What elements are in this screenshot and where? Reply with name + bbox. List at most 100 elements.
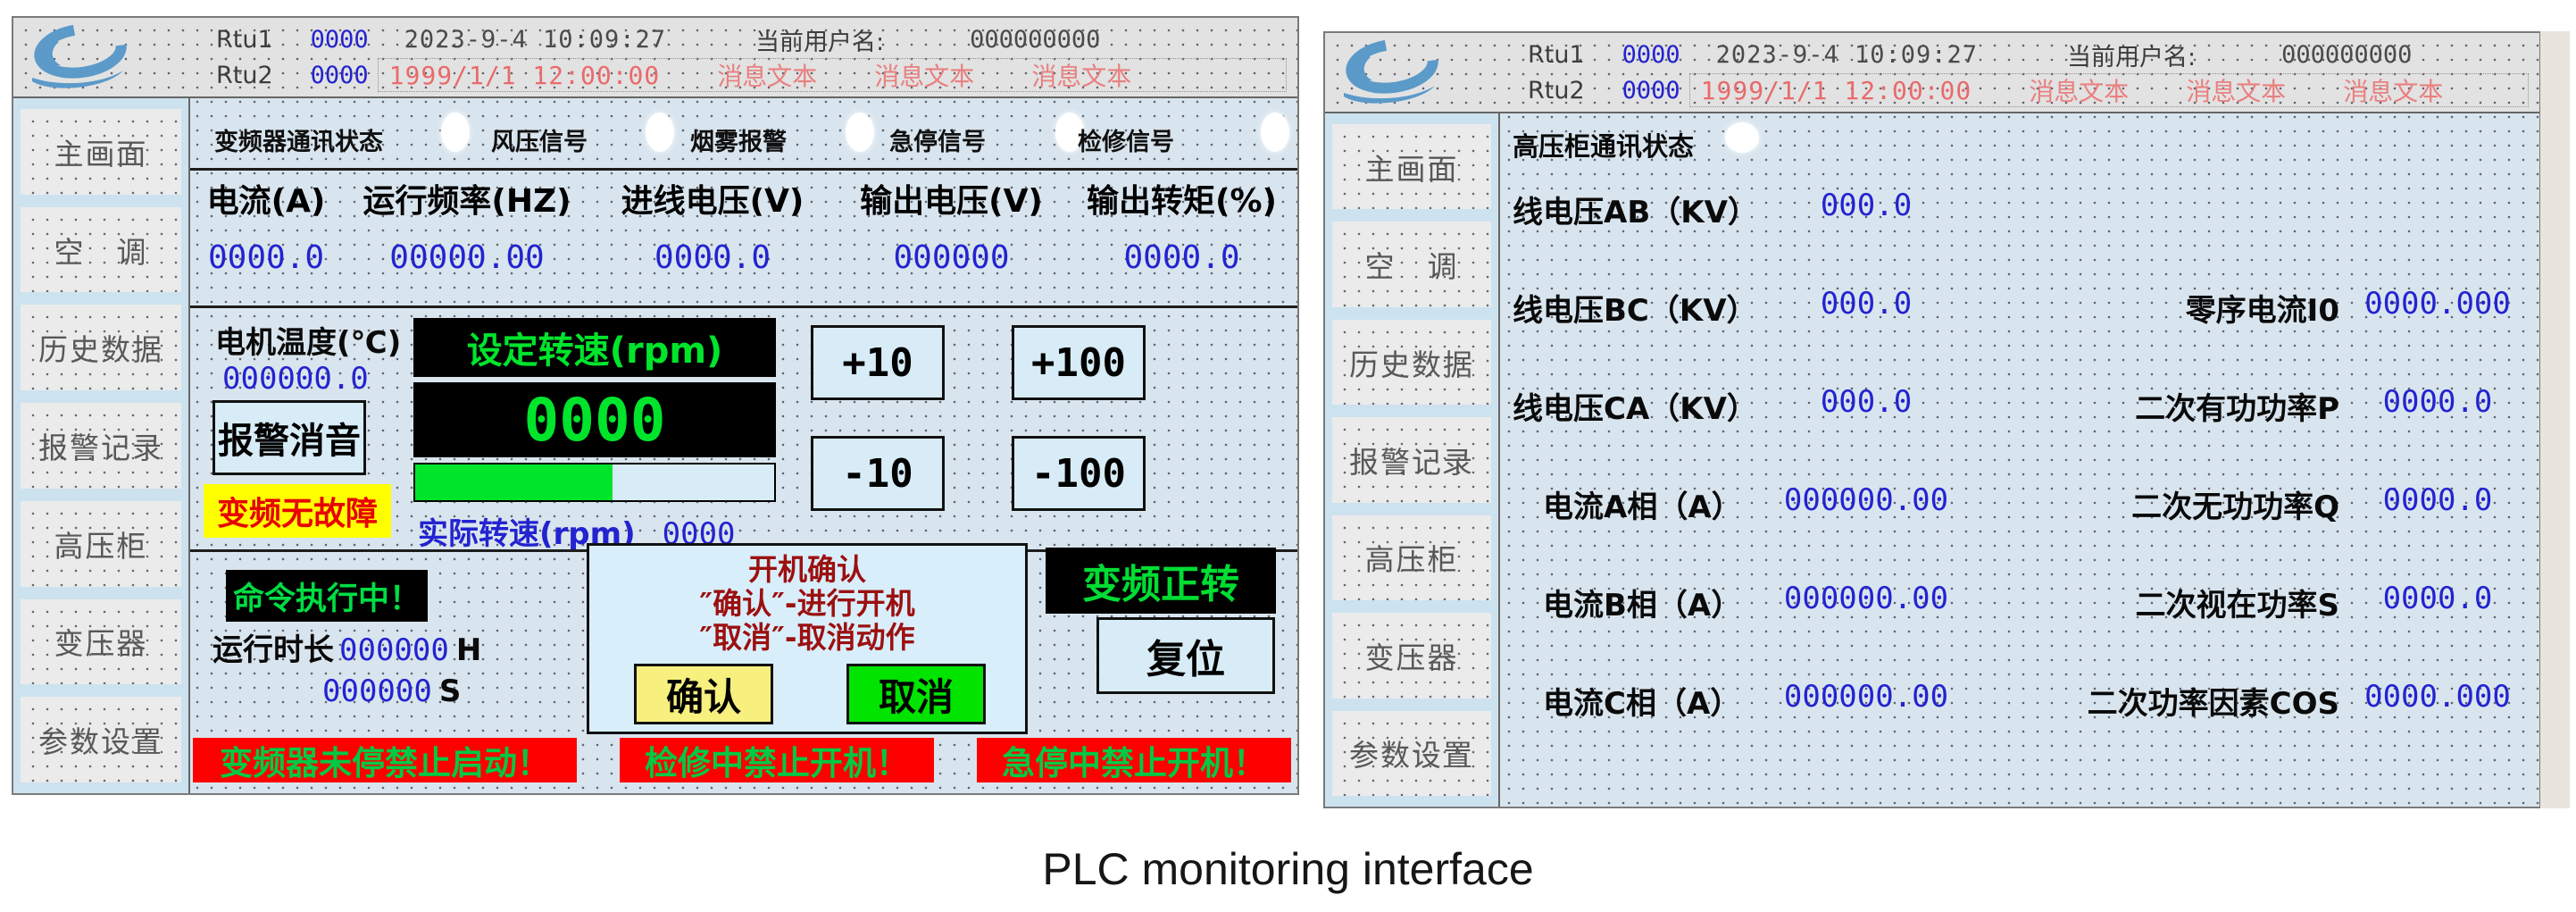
logo <box>1325 33 1455 112</box>
divider <box>190 305 1297 308</box>
confirm-button[interactable]: 确认 <box>634 664 773 724</box>
logo <box>13 18 143 96</box>
speed-minus-100-button[interactable]: -100 <box>1012 436 1146 511</box>
hv-comm-status-label: 高压柜通讯状态 <box>1513 131 1695 162</box>
row-label-2: 零序电流I0 <box>2185 293 2339 329</box>
smoke-alarm-label: 烟雾报警 <box>690 129 787 156</box>
sidebar-item-history-data[interactable]: 历史数据 <box>1332 319 1491 406</box>
wind-pressure-indicator <box>646 113 674 152</box>
col-output-torque: 输出转矩(%) <box>1087 183 1277 220</box>
datetime: 2023-9-4 10:09:27 <box>404 25 667 54</box>
row-value-2: 0000.0 <box>2382 482 2493 518</box>
image-caption: PLC monitoring interface <box>1042 844 1534 894</box>
motor-temp-label: 电机温度(℃) <box>215 325 402 361</box>
sidebar-item-hv-cabinet[interactable]: 高压柜 <box>1332 515 1491 601</box>
header-bar: Rtu1 0000 2023-9-4 10:09:27 当前用户名: 00000… <box>13 18 1297 98</box>
dialog-line-confirm: ″确认″-进行开机 <box>699 586 915 621</box>
cancel-button[interactable]: 取消 <box>846 664 986 724</box>
row-value: 000000.00 <box>1783 482 1949 518</box>
datetime: 2023-9-4 10:09:27 <box>1715 40 1979 69</box>
hv-comm-status-indicator <box>1725 122 1759 153</box>
row-value: 000.0 <box>1820 188 1913 223</box>
sidebar-item-alarm-records[interactable]: 报警记录 <box>1332 417 1491 503</box>
hv-row-line-voltage-bc: 线电压BC（KV） 000.0 零序电流I0 0000.000 <box>1500 286 2539 330</box>
set-speed-label: 设定转速(rpm) <box>413 318 776 377</box>
measurement-table-values: 0000.0 00000.00 0000.0 000000 0000.0 <box>190 239 1297 276</box>
sidebar-item-hv-cabinet[interactable]: 高压柜 <box>21 500 181 587</box>
row-label: 线电压BC（KV） <box>1513 293 1757 329</box>
reset-button[interactable]: 复位 <box>1096 617 1275 694</box>
sidebar-item-history-data[interactable]: 历史数据 <box>21 305 181 391</box>
hv-main-area: 高压柜通讯状态 线电压AB（KV） 000.0 线电压BC（KV） 000.0 … <box>1500 113 2539 807</box>
row-value-2: 0000.0 <box>2382 581 2493 616</box>
speed-plus-100-button[interactable]: +100 <box>1012 325 1146 400</box>
sidebar-item-transformer[interactable]: 变压器 <box>21 598 181 685</box>
message-text-1: 消息文本 <box>717 62 818 91</box>
output-voltage-value: 000000 <box>893 239 1010 276</box>
nav-sidebar: 主画面 空 调 历史数据 报警记录 高压柜 变压器 参数设置 <box>13 98 190 793</box>
sidebar-item-air-conditioning[interactable]: 空 调 <box>21 206 181 293</box>
row-value-2: 0000.0 <box>2382 384 2493 420</box>
alarm-banner-estop: 急停中禁止开机！ <box>977 738 1291 782</box>
row-value: 000000.00 <box>1783 581 1949 616</box>
runtime-label: 运行时长 <box>213 632 334 668</box>
brand-logo-icon <box>31 23 127 88</box>
row-label: 电流A相（A） <box>1543 489 1742 525</box>
row-value: 000000.00 <box>1783 679 1949 715</box>
speed-progress-fill <box>415 464 613 500</box>
speed-plus-10-button[interactable]: +10 <box>811 325 945 400</box>
speed-minus-10-button[interactable]: -10 <box>811 436 945 511</box>
message-text-3: 消息文本 <box>2343 77 2444 106</box>
vfd-comm-status-label: 变频器通讯状态 <box>214 129 383 156</box>
run-frequency-value: 00000.00 <box>389 239 545 276</box>
hv-row-current-phase-c: 电流C相（A） 000000.00 二次功率因素COS 0000.000 <box>1500 679 2539 724</box>
row-label: 线电压AB（KV） <box>1513 195 1758 230</box>
header-bar: Rtu1 0000 2023-9-4 10:09:27 当前用户名: 00000… <box>1325 33 2539 113</box>
sidebar-item-main-screen[interactable]: 主画面 <box>1332 124 1491 210</box>
hv-row-line-voltage-ca: 线电压CA（KV） 000.0 二次有功功率P 0000.0 <box>1500 384 2539 429</box>
dialog-line-cancel: ″取消″-取消动作 <box>699 620 915 655</box>
speed-progress-bar <box>413 463 776 502</box>
sidebar-item-parameter-settings[interactable]: 参数设置 <box>21 697 181 783</box>
runtime-hours-value: 000000 <box>339 632 449 668</box>
current-value: 0000.0 <box>207 239 325 276</box>
startup-confirm-dialog: 开机确认 ″确认″-进行开机 ″取消″-取消动作 确认 取消 <box>587 543 1028 734</box>
header-row-2: Rtu2 0000 1999/1/1 12:00:00 消息文本 消息文本 消息… <box>1455 73 2529 107</box>
rtu2-label: Rtu2 <box>216 61 273 89</box>
maintenance-indicator <box>1261 113 1289 152</box>
message-text-2: 消息文本 <box>874 62 975 91</box>
row-label: 电流B相（A） <box>1543 588 1742 623</box>
row-value: 000.0 <box>1820 384 1913 420</box>
vfd-forward-banner: 变频正转 <box>1046 548 1276 614</box>
nav-sidebar: 主画面 空 调 历史数据 报警记录 高压柜 变压器 参数设置 <box>1325 113 1500 807</box>
rtu1-value: 0000 <box>310 25 369 54</box>
runtime-seconds-value: 000000 <box>322 674 432 709</box>
alarm-mute-button[interactable]: 报警消音 <box>213 400 366 475</box>
row-value: 000.0 <box>1820 286 1913 322</box>
hv-cabinet-screen-panel: Rtu1 0000 2023-9-4 10:09:27 当前用户名: 00000… <box>1323 31 2541 808</box>
hv-row-current-phase-b: 电流B相（A） 000000.00 二次视在功率S 0000.0 <box>1500 581 2539 625</box>
sidebar-item-main-screen[interactable]: 主画面 <box>21 109 181 195</box>
hv-row-current-phase-a: 电流A相（A） 000000.00 二次无功功率Q 0000.0 <box>1500 482 2539 527</box>
vfd-screen-panel: Rtu1 0000 2023-9-4 10:09:27 当前用户名: 00000… <box>12 16 1299 795</box>
estop-signal-label: 急停信号 <box>889 129 986 156</box>
alarm-banner-maintenance: 检修中禁止开机！ <box>620 738 934 782</box>
estop-indicator <box>1055 113 1084 152</box>
current-user-label: 当前用户名: <box>755 28 885 56</box>
row-label: 线电压CA（KV） <box>1513 391 1757 427</box>
input-voltage-value: 0000.0 <box>654 239 771 276</box>
sidebar-item-alarm-records[interactable]: 报警记录 <box>21 403 181 489</box>
vfd-comm-status-indicator <box>441 113 470 152</box>
sidebar-item-transformer[interactable]: 变压器 <box>1332 613 1491 699</box>
vfd-main-area: 变频器通讯状态 风压信号 烟雾报警 急停信号 检修信号 电流(A) 运行频率(H… <box>190 98 1297 793</box>
row-label-2: 二次无功功率Q <box>2131 489 2339 525</box>
sidebar-item-parameter-settings[interactable]: 参数设置 <box>1332 710 1491 796</box>
row-label: 电流C相（A） <box>1543 686 1741 722</box>
row-label-2: 二次有功功率P <box>2135 391 2339 427</box>
alt-datetime: 1999/1/1 12:00:00 <box>388 60 661 90</box>
row-label-2: 二次功率因素COS <box>2087 686 2339 722</box>
alarm-banner-vfd-not-stopped: 变频器未停禁止启动！ <box>193 738 577 782</box>
sidebar-item-air-conditioning[interactable]: 空 调 <box>1332 222 1491 307</box>
